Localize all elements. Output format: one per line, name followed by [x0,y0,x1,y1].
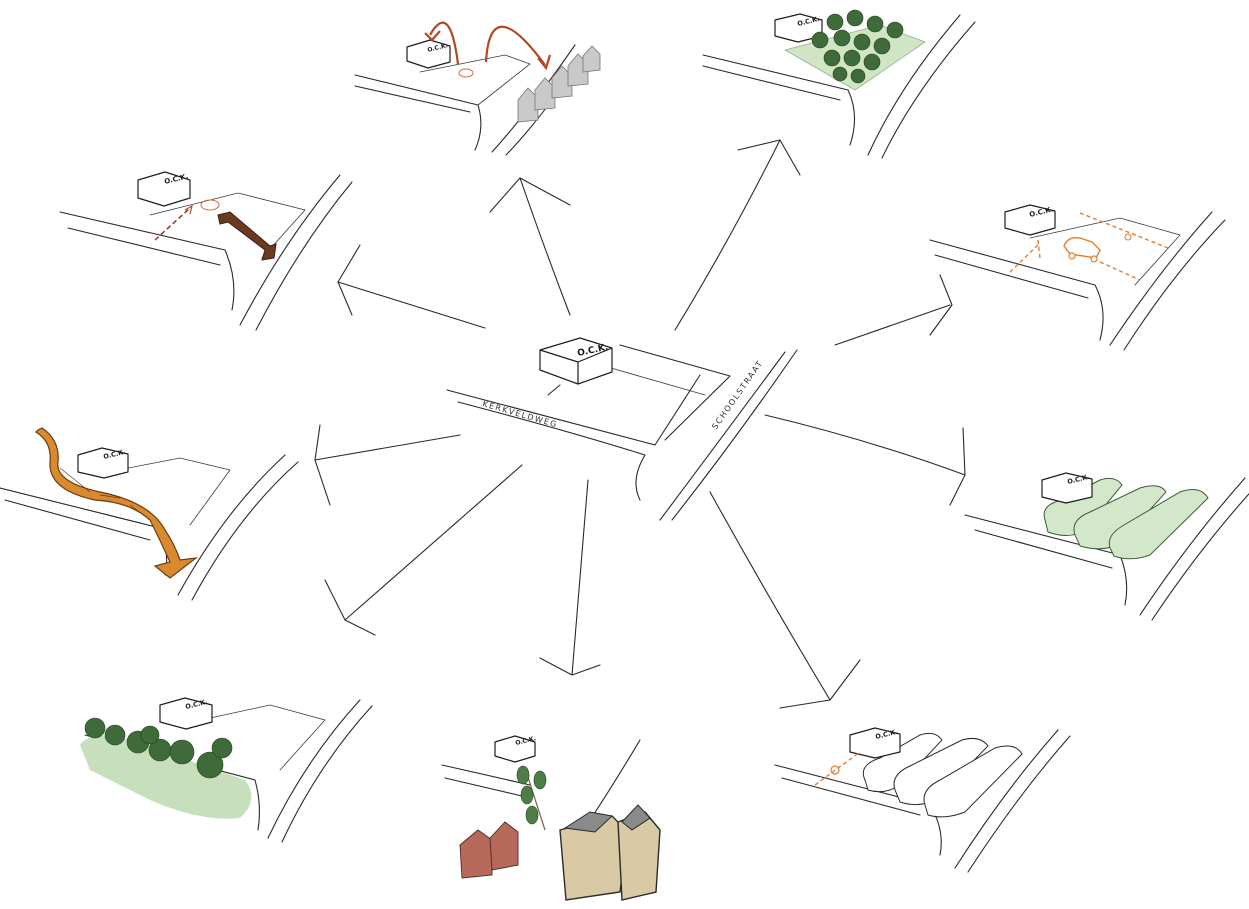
vignette-parking-strips: O.C.K. [775,728,1070,872]
street-label-kerkveldweg: KERKVELDWEG [481,399,558,429]
ock-building: O.C.K. [540,338,612,384]
vignette-tree-line: O.C.K. [80,698,372,842]
vignette-access-barrier: O.C.K. [60,172,352,330]
vignette-neighbouring-buildings: O.C.K. [442,735,660,900]
vignette-forest-plot: O.C.K. [703,10,975,158]
vignette-traffic: O.C.K. [930,205,1225,350]
radiating-arrows [315,140,965,708]
center-site-plan: O.C.K. KERKVELDWEG SCHOOLSTRAAT [447,338,797,520]
vignette-flow-route: O.C.K. [0,428,298,600]
vignette-top-relocation: O.C.K. [355,23,600,155]
vignette-green-strips: O.C.K. [965,473,1249,620]
street-label-schoolstraat: SCHOOLSTRAAT [710,359,765,432]
